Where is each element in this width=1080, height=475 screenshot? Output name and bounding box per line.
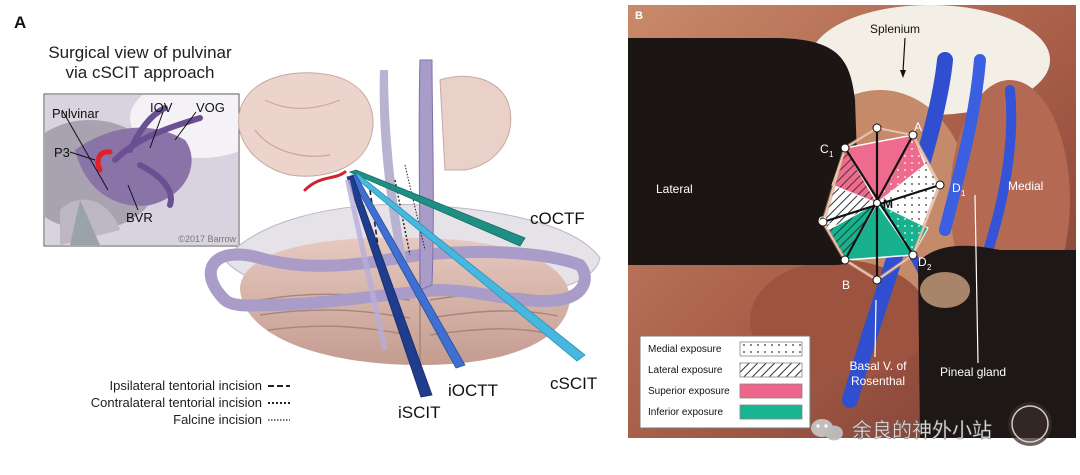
inset-surgical-view: Pulvinar IOV VOG P3 BVR ©2017 Barrow [43,93,240,247]
trajectory-iscit [346,175,433,398]
label-basal-line1: Basal V. of [850,359,908,373]
panel-a: A Surgical view of pulvinar via cSCIT ap… [14,13,601,427]
point-d2-subscript: 2 [927,263,932,272]
point-d1: D [952,181,961,195]
point-a: A [914,120,922,134]
inset-label-bvr: BVR [126,210,153,225]
legend-medial-label: Medial exposure [648,344,722,355]
legend-medial-swatch [739,341,803,357]
panel-a-title-line2: via cSCIT approach [66,63,215,82]
incision-legend: Ipsilateral tentorial incision Contralat… [91,378,290,427]
label-splenium: Splenium [870,22,920,36]
point-d1-subscript: 1 [961,189,966,198]
point-c2: C [818,214,827,228]
point-d2: D [918,255,927,269]
watermark-text: 余良的神外小站 [852,419,992,442]
panel-b-letter: B [635,10,643,22]
point-c1-subscript: 1 [829,150,834,159]
trajectory-cscit [351,173,586,362]
watermark-seal-icon [1008,402,1052,446]
exposure-diagram [818,123,945,285]
label-lateral: Lateral [656,182,693,196]
point-b: B [842,278,850,292]
panel-b: B Splenium Lateral Medial Basal V. of Ro… [628,5,1076,438]
legend-superior-swatch [739,383,803,399]
inset-label-vog: VOG [196,100,225,115]
inset-label-iov: IOV [150,100,173,115]
label-medial: Medial [1008,179,1043,193]
incision-legend-falcine: Falcine incision [173,412,262,427]
label-basal-line2: Rosenthal [851,374,905,388]
trajectory-coctf [348,169,526,247]
point-c2-subscript: 2 [827,222,832,231]
legend-lateral-swatch [739,362,803,378]
inset-copyright: ©2017 Barrow [178,234,236,244]
trajectory-label-coctf: cOCTF [530,209,585,228]
legend-superior-label: Superior exposure [648,386,730,397]
incision-legend-ipsilateral: Ipsilateral tentorial incision [110,378,262,393]
trajectory-label-iscit: iSCIT [398,403,441,422]
trajectory-label-ioctt: iOCTT [448,381,498,400]
legend-lateral-label: Lateral exposure [648,365,723,376]
exposure-legend: Medial exposure Lateral exposure Superio… [639,335,811,429]
point-m: M [883,197,893,211]
trajectories [345,169,586,398]
legend-inferior-swatch [739,404,803,420]
inset-label-pulvinar: Pulvinar [52,106,100,121]
point-c1: C [820,142,829,156]
inset-label-p3: P3 [54,145,70,160]
wechat-icon [811,419,843,441]
anatomy-illustration [204,59,601,365]
watermark: 余良的神外小站 [811,402,1052,446]
trajectory-ioctt [349,174,466,369]
label-pineal-gland: Pineal gland [940,365,1006,379]
trajectory-label-cscit: cSCIT [550,374,597,393]
panel-a-title-line1: Surgical view of pulvinar [48,43,232,62]
incision-legend-contralateral: Contralateral tentorial incision [91,395,262,410]
panel-a-letter: A [14,13,26,32]
legend-inferior-label: Inferior exposure [648,407,723,418]
